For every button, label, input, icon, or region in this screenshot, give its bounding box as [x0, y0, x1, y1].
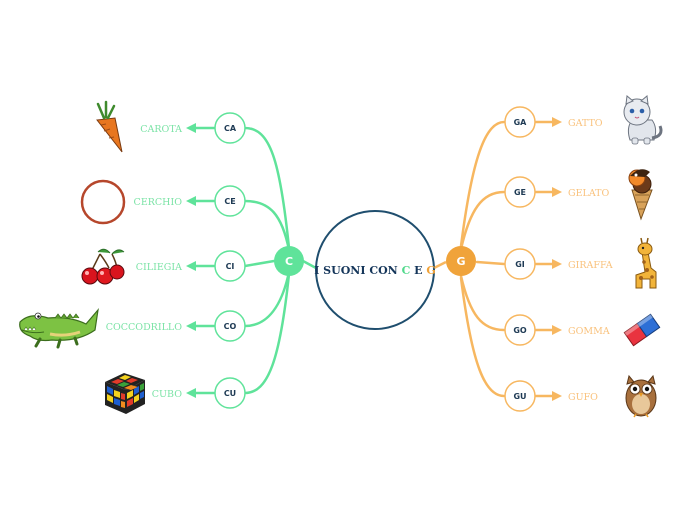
syllable-nodes-c: CA CE CI CO CU [214, 112, 246, 409]
syllable-node-ga[interactable]: GA [504, 106, 536, 138]
syllable-label-ge: GE [514, 188, 526, 197]
syllable-label-ce: CE [224, 197, 235, 206]
arrow-ci [186, 261, 215, 271]
center-node[interactable]: I SUONI CON C E G [314, 210, 436, 330]
hub-c[interactable]: C [274, 246, 304, 276]
hub-c-label: C [285, 255, 293, 268]
giraffe-icon [635, 237, 657, 289]
arrow-ge [535, 187, 562, 197]
branch-curve-co [243, 270, 291, 328]
word-gufo[interactable]: GUFO [568, 392, 598, 403]
syllable-label-ga: GA [514, 118, 528, 127]
syllable-node-co[interactable]: CO [214, 310, 246, 342]
arrow-ce [186, 196, 215, 206]
center-title: I SUONI CON C E G [314, 264, 436, 277]
word-ciliegia[interactable]: CILIEGIA [136, 262, 182, 273]
title-letter-c: C [402, 264, 411, 277]
g-branch-curves [459, 120, 506, 398]
syllable-node-go[interactable]: GO [504, 314, 536, 346]
word-giraffa[interactable]: GIRAFFA [568, 260, 613, 271]
circle-icon [80, 179, 126, 225]
branch-curve-gu [459, 276, 506, 398]
branch-curve-go [459, 274, 506, 332]
c-words: CAROTA CERCHIO CILIEGIA COCCODRILLO CUBO [106, 124, 183, 400]
syllable-nodes-g: GA GE GI GO GU [504, 106, 536, 412]
branch-curve-gi [475, 260, 506, 266]
cat-icon [623, 95, 663, 145]
title-letter-g: G [426, 264, 435, 277]
c-arrows [186, 123, 215, 398]
center-connectors [302, 259, 447, 270]
syllable-label-gi: GI [515, 260, 525, 269]
syllable-label-go: GO [513, 326, 527, 335]
rubiks-cube-icon [105, 373, 145, 414]
syllable-node-gi[interactable]: GI [504, 248, 536, 280]
title-middle: E [410, 264, 426, 277]
syllable-label-ci: CI [226, 262, 235, 271]
syllable-node-cu[interactable]: CU [214, 377, 246, 409]
arrow-ga [535, 117, 562, 127]
syllable-node-ce[interactable]: CE [214, 185, 246, 217]
arrow-go [535, 325, 562, 335]
branch-curve-cu [243, 272, 291, 395]
arrow-gu [535, 391, 562, 401]
g-arrows [535, 117, 562, 401]
cherries-icon [81, 248, 125, 285]
syllable-node-ci[interactable]: CI [214, 250, 246, 282]
word-carota[interactable]: CAROTA [140, 124, 182, 135]
arrow-co [186, 321, 215, 331]
arrow-gi [535, 259, 562, 269]
syllable-label-cu: CU [224, 389, 236, 398]
crocodile-icon [19, 308, 99, 349]
word-cerchio[interactable]: CERCHIO [134, 197, 183, 208]
eraser-icon [623, 313, 661, 347]
branch-curve-ga [459, 120, 506, 248]
syllable-node-ca[interactable]: CA [214, 112, 246, 144]
branch-curve-ci [243, 259, 276, 268]
connector-center-c [302, 259, 317, 270]
g-words: GATTO GELATO GIRAFFA GOMMA GUFO [568, 118, 613, 403]
ice-cream-icon [628, 169, 653, 221]
title-prefix: I SUONI CON [314, 264, 401, 277]
word-gelato[interactable]: GELATO [568, 188, 610, 199]
word-gatto[interactable]: GATTO [568, 118, 603, 129]
owl-icon [625, 374, 657, 418]
c-branch-curves [243, 126, 291, 395]
hub-g[interactable]: G [446, 246, 476, 276]
word-coccodrillo[interactable]: COCCODRILLO [106, 322, 183, 333]
arrow-cu [186, 388, 215, 398]
branch-curve-ce [243, 199, 291, 252]
word-gomma[interactable]: GOMMA [568, 326, 610, 337]
branch-curve-ge [459, 190, 506, 251]
syllable-label-ca: CA [224, 124, 237, 133]
hub-g-label: G [456, 255, 465, 268]
syllable-label-gu: GU [513, 392, 526, 401]
connector-center-g [433, 260, 447, 270]
word-cubo[interactable]: CUBO [152, 389, 182, 400]
syllable-node-ge[interactable]: GE [504, 176, 536, 208]
syllable-label-co: CO [224, 322, 237, 331]
branch-curve-ca [243, 126, 291, 250]
carrot-icon [96, 100, 123, 153]
arrow-ca [186, 123, 215, 133]
syllable-node-gu[interactable]: GU [504, 380, 536, 412]
